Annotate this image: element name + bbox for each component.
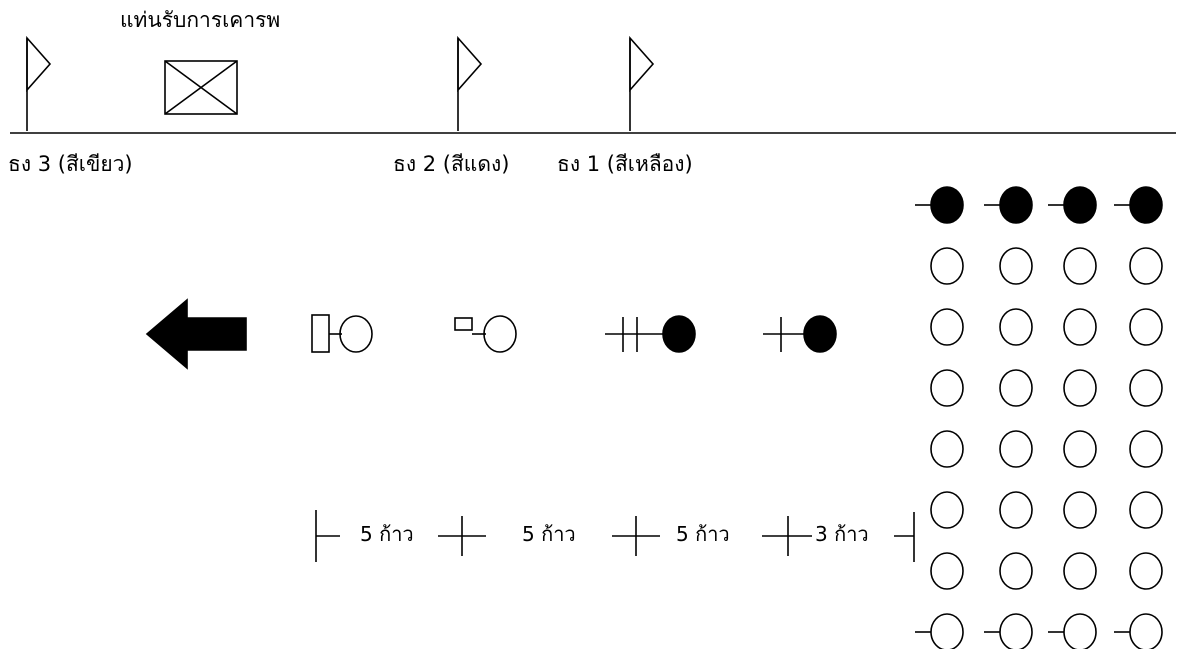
soldier [1129,308,1163,346]
flag-2-icon [457,35,483,131]
spacing-label-1: 5 ก้าว [360,522,414,546]
soldier [1063,430,1097,468]
soldier [930,430,964,468]
soldier [999,369,1033,407]
soldier [1063,491,1097,529]
soldier [1063,308,1097,346]
soldier [999,430,1033,468]
soldier [1129,552,1163,590]
saluting-stand-label: แท่นรับการเคารพ [120,8,281,32]
leader-single-tick-icon [763,315,837,353]
flag-3-icon [26,35,52,131]
formation-grid [915,186,1163,649]
soldier-rear-row [984,613,1033,649]
soldier [1063,369,1097,407]
spacing-label-3: 5 ก้าว [676,522,730,546]
soldier [1063,247,1097,285]
soldier-rear-row [915,613,964,649]
leader-small-rect-icon [454,315,517,353]
soldier [1129,430,1163,468]
soldier [999,247,1033,285]
spacing-label-4: 3 ก้าว [815,522,869,546]
soldier-front-row [984,186,1033,224]
soldier-front-row [1114,186,1163,224]
soldier [999,308,1033,346]
soldier [930,247,964,285]
soldier [1129,247,1163,285]
soldier-front-row [1048,186,1097,224]
soldier [999,491,1033,529]
march-direction-arrow-icon [145,298,247,370]
flag-3-label: ธง 3 (สีเขียว) [8,152,133,176]
leader-double-tick-icon [605,315,696,353]
leader-tall-rect-icon [311,314,373,353]
flag-1-icon [629,35,655,131]
spacing-ruler [315,510,915,562]
soldier [930,552,964,590]
soldier-front-row [915,186,964,224]
soldier [930,308,964,346]
flag-2-label: ธง 2 (สีแดง) [393,152,510,176]
soldier [1063,552,1097,590]
soldier [930,491,964,529]
saluting-stand-icon [164,60,238,115]
soldier [999,552,1033,590]
spacing-label-2: 5 ก้าว [522,522,576,546]
soldier-rear-row [1048,613,1097,649]
flag-1-label: ธง 1 (สีเหลือง) [557,152,693,176]
soldier [1129,491,1163,529]
soldier [930,369,964,407]
soldier [1129,369,1163,407]
soldier-rear-row [1114,613,1163,649]
